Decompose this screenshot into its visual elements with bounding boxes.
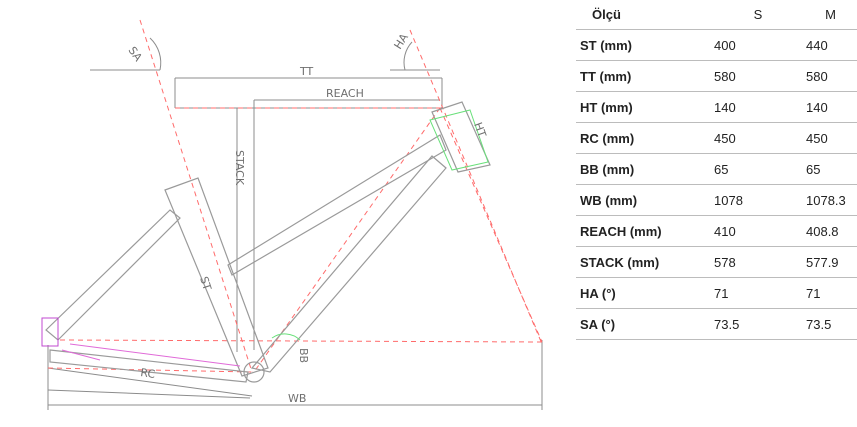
bike-frame-geometry-diagram: SA HA TT REACH HT STACK ST BB RC WB <box>41 19 543 410</box>
ht-label: HT <box>471 121 488 140</box>
size-m-value: 450 <box>804 122 857 154</box>
row-label: BB (mm) <box>576 153 712 185</box>
ha-label: HA <box>392 31 412 52</box>
size-s-value: 71 <box>712 277 804 309</box>
top-tube <box>227 134 447 276</box>
size-s-value: 580 <box>712 60 804 92</box>
table-row: TT (mm) 580 580 <box>576 60 857 92</box>
table-row: BB (mm) 65 65 <box>576 153 857 185</box>
row-label: HA (°) <box>576 277 712 309</box>
sa-label: SA <box>126 44 145 64</box>
tt-dimension <box>174 77 443 108</box>
size-s-value: 73.5 <box>712 308 804 340</box>
bb-label: BB <box>297 348 310 363</box>
rc-dimension <box>47 367 253 399</box>
table-row: ST (mm) 400 440 <box>576 29 857 61</box>
st-label: ST <box>197 275 214 292</box>
row-label: TT (mm) <box>576 60 712 92</box>
ha-angle-marker <box>390 41 440 71</box>
size-s-value: 450 <box>712 122 804 154</box>
row-label: SA (°) <box>576 308 712 340</box>
column-header-measure: Ölçü <box>576 0 712 30</box>
size-m-value: 71 <box>804 277 857 309</box>
table-row: STACK (mm) 578 577.9 <box>576 246 857 278</box>
row-label: REACH (mm) <box>576 215 712 247</box>
reach-dimension <box>175 99 442 350</box>
table-row: REACH (mm) 410 408.8 <box>576 215 857 247</box>
size-s-value: 578 <box>712 246 804 278</box>
table-header-row: Ölçü S M <box>576 0 857 30</box>
column-header-size-m: M <box>804 0 857 30</box>
size-s-value: 140 <box>712 91 804 123</box>
size-s-value: 65 <box>712 153 804 185</box>
wb-label: WB <box>288 392 306 405</box>
table-row: WB (mm) 1078 1078.3 <box>576 184 857 216</box>
tt-label: TT <box>299 65 314 78</box>
size-m-value: 73.5 <box>804 308 857 340</box>
stack-label: STACK <box>233 150 246 186</box>
size-s-value: 410 <box>712 215 804 247</box>
table-row: HA (°) 71 71 <box>576 277 857 309</box>
geometry-table: Ölçü S M ST (mm) 400 440 TT (mm) 580 580… <box>576 0 857 340</box>
row-label: ST (mm) <box>576 29 712 61</box>
seat-stay <box>45 209 181 341</box>
sa-angle-marker <box>90 37 162 71</box>
size-s-value: 1078 <box>712 184 804 216</box>
row-label: HT (mm) <box>576 91 712 123</box>
rc-label: RC <box>140 366 157 381</box>
size-m-value: 1078.3 <box>804 184 857 216</box>
row-label: WB (mm) <box>576 184 712 216</box>
size-m-value: 140 <box>804 91 857 123</box>
table-row: RC (mm) 450 450 <box>576 122 857 154</box>
construction-lines <box>47 19 543 373</box>
seat-tube <box>164 177 269 377</box>
size-m-value: 580 <box>804 60 857 92</box>
size-m-value: 408.8 <box>804 215 857 247</box>
bike-frame <box>45 101 491 383</box>
chain-stay <box>49 349 249 383</box>
column-header-size-s: S <box>712 0 804 30</box>
reach-label: REACH <box>326 87 364 100</box>
bottom-bracket <box>243 361 265 383</box>
size-m-value: 440 <box>804 29 857 61</box>
row-label: STACK (mm) <box>576 246 712 278</box>
size-s-value: 400 <box>712 29 804 61</box>
size-m-value: 65 <box>804 153 857 185</box>
wb-dimension <box>47 340 543 410</box>
size-m-value: 577.9 <box>804 246 857 278</box>
table-row: HT (mm) 140 140 <box>576 91 857 123</box>
row-label: RC (mm) <box>576 122 712 154</box>
head-tube <box>431 101 491 173</box>
down-tube <box>250 155 447 373</box>
table-row: SA (°) 73.5 73.5 <box>576 308 857 340</box>
frame-accents <box>41 109 489 367</box>
